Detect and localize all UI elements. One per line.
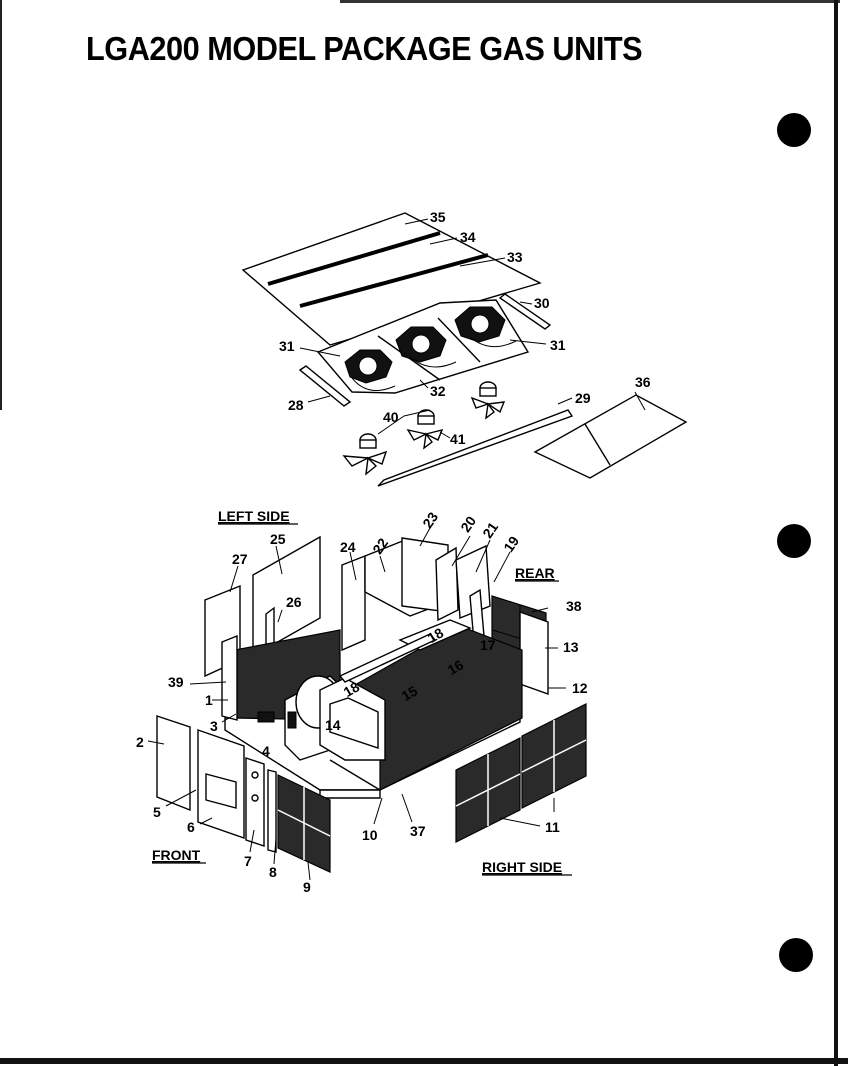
- binder-hole-top: [777, 113, 811, 147]
- fan-motor-2: [406, 409, 444, 450]
- part-label: 40: [383, 409, 399, 425]
- part-label: 10: [362, 827, 378, 843]
- side-rail-left: [298, 365, 352, 407]
- part-label: 23: [419, 509, 441, 531]
- leader-lines: [147, 218, 646, 881]
- section-front: FRONT: [152, 847, 201, 863]
- part-label: 29: [575, 390, 591, 406]
- part-label: 41: [450, 431, 466, 447]
- fan-guard-left: [344, 349, 396, 391]
- part-label: 36: [635, 374, 651, 390]
- part-label: 18: [425, 624, 447, 646]
- evaporator-coil: [319, 619, 523, 791]
- part-label: 38: [566, 598, 582, 614]
- part-label: 21: [479, 519, 501, 541]
- access-panel-36: [533, 394, 688, 479]
- scan-edge-right: [834, 0, 838, 1066]
- part-label: 4: [262, 743, 270, 759]
- front-panels: [156, 715, 331, 873]
- section-right-side: RIGHT SIDE: [482, 859, 562, 875]
- part-label: 27: [232, 551, 248, 567]
- part-label: 8: [269, 864, 277, 880]
- part-label: 17: [480, 637, 496, 653]
- fan-motor-1: [470, 381, 506, 420]
- fan-guard-center: [395, 326, 457, 368]
- part-label: 33: [507, 249, 523, 265]
- part-label: 3: [210, 718, 218, 734]
- part-label: 6: [187, 819, 195, 835]
- part-label: 20: [457, 513, 479, 535]
- part-label: 25: [270, 531, 286, 547]
- binder-hole-middle: [777, 524, 811, 558]
- part-label: 31: [550, 337, 566, 353]
- section-rear: REAR: [515, 565, 555, 581]
- part-label: 30: [534, 295, 550, 311]
- part-label: 9: [303, 879, 311, 895]
- scan-edge-left: [0, 0, 2, 410]
- side-rail-right: [498, 293, 552, 330]
- part-label: 11: [545, 819, 560, 835]
- part-label: 7: [244, 853, 252, 869]
- part-label: 24: [340, 539, 356, 555]
- fan-motor-3: [342, 433, 388, 476]
- part-label: 12: [572, 680, 588, 696]
- page-title: LGA200 MODEL PACKAGE GAS UNITS: [86, 30, 643, 67]
- part-label: 39: [168, 674, 184, 690]
- part-label: 5: [153, 804, 161, 820]
- scan-edge-top: [340, 0, 840, 3]
- binder-hole-bottom: [779, 938, 813, 972]
- part-label: 34: [460, 229, 476, 245]
- part-label: 19: [500, 533, 522, 555]
- right-side-grilles: [455, 703, 587, 843]
- top-cover-panel: [241, 212, 542, 346]
- part-label: 18: [341, 678, 363, 700]
- part-label: 13: [563, 639, 579, 655]
- section-left-side: LEFT SIDE: [218, 508, 290, 524]
- fan-guard-right: [454, 306, 517, 348]
- part-label: 15: [399, 682, 421, 704]
- part-label: 26: [286, 594, 302, 610]
- part-label: 37: [410, 823, 426, 839]
- part-label: 16: [445, 656, 467, 678]
- section-headings: LEFT SIDE REAR FRONT RIGHT SIDE: [152, 508, 572, 876]
- fan-motor-assembly: [342, 381, 506, 476]
- part-label: 31: [279, 338, 295, 354]
- scan-edge-bottom: [0, 1058, 848, 1064]
- part-label: 32: [430, 383, 446, 399]
- part-label: 2: [136, 734, 144, 750]
- part-label: 35: [430, 209, 446, 225]
- part-label: 14: [325, 717, 341, 733]
- front-rail: [377, 409, 574, 487]
- condenser-fan-deck: [316, 299, 530, 394]
- rear-compartment: [341, 537, 491, 652]
- part-label: 1: [205, 692, 213, 708]
- part-label: 28: [288, 397, 304, 413]
